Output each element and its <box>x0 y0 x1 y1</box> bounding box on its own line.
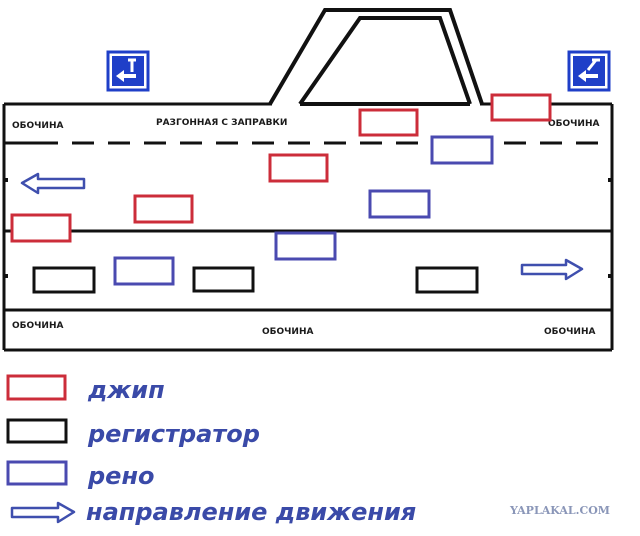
shoulder-label-top-left: ОБОЧИНА <box>12 121 63 131</box>
legend-jeep-label: джип <box>87 376 165 404</box>
renault-car <box>430 135 494 165</box>
renault-car <box>113 256 175 286</box>
watermark: YAPLAKAL.COM <box>509 504 610 517</box>
legend-dashcam-swatch <box>6 418 68 444</box>
shoulder-label-bottom-left: ОБОЧИНА <box>12 321 63 331</box>
dashcam-car <box>192 266 255 293</box>
gas-station-ramp <box>268 8 484 106</box>
arrow-right-icon <box>520 258 584 281</box>
lane-ticks <box>4 178 612 278</box>
legend-arrow-icon <box>10 501 76 524</box>
legend-dashcam-label: регистратор <box>87 420 260 448</box>
shoulder-label-top-right: ОБОЧИНА <box>548 119 599 129</box>
shoulder-label-bottom-center: ОБОЧИНА <box>262 327 313 337</box>
renault-cars <box>113 135 494 286</box>
exit-right-sign-icon <box>567 50 611 92</box>
dashcam-cars <box>32 266 479 294</box>
legend-direction-label: направление движения <box>86 498 416 526</box>
legend-renault-label: рено <box>87 462 155 490</box>
dashcam-car <box>415 266 479 294</box>
jeep-car <box>133 194 194 224</box>
dashcam-car <box>32 266 96 294</box>
legend: джип регистратор рено направление движен… <box>6 374 416 526</box>
shoulder-label-bottom-right: ОБОЧИНА <box>544 327 595 337</box>
jeep-car <box>490 93 552 122</box>
jeep-car <box>10 213 72 243</box>
jeep-car <box>268 153 329 183</box>
legend-renault-swatch <box>6 460 68 486</box>
exit-left-sign-icon <box>106 50 150 92</box>
jeep-cars <box>10 93 552 243</box>
renault-car <box>368 189 431 219</box>
road-lines <box>2 102 614 352</box>
jeep-car <box>358 108 419 137</box>
arrow-left-icon <box>20 172 86 195</box>
renault-car <box>274 231 337 261</box>
legend-jeep-swatch <box>6 374 67 401</box>
merge-lane-label: РАЗГОННАЯ С ЗАПРАВКИ <box>156 118 287 128</box>
